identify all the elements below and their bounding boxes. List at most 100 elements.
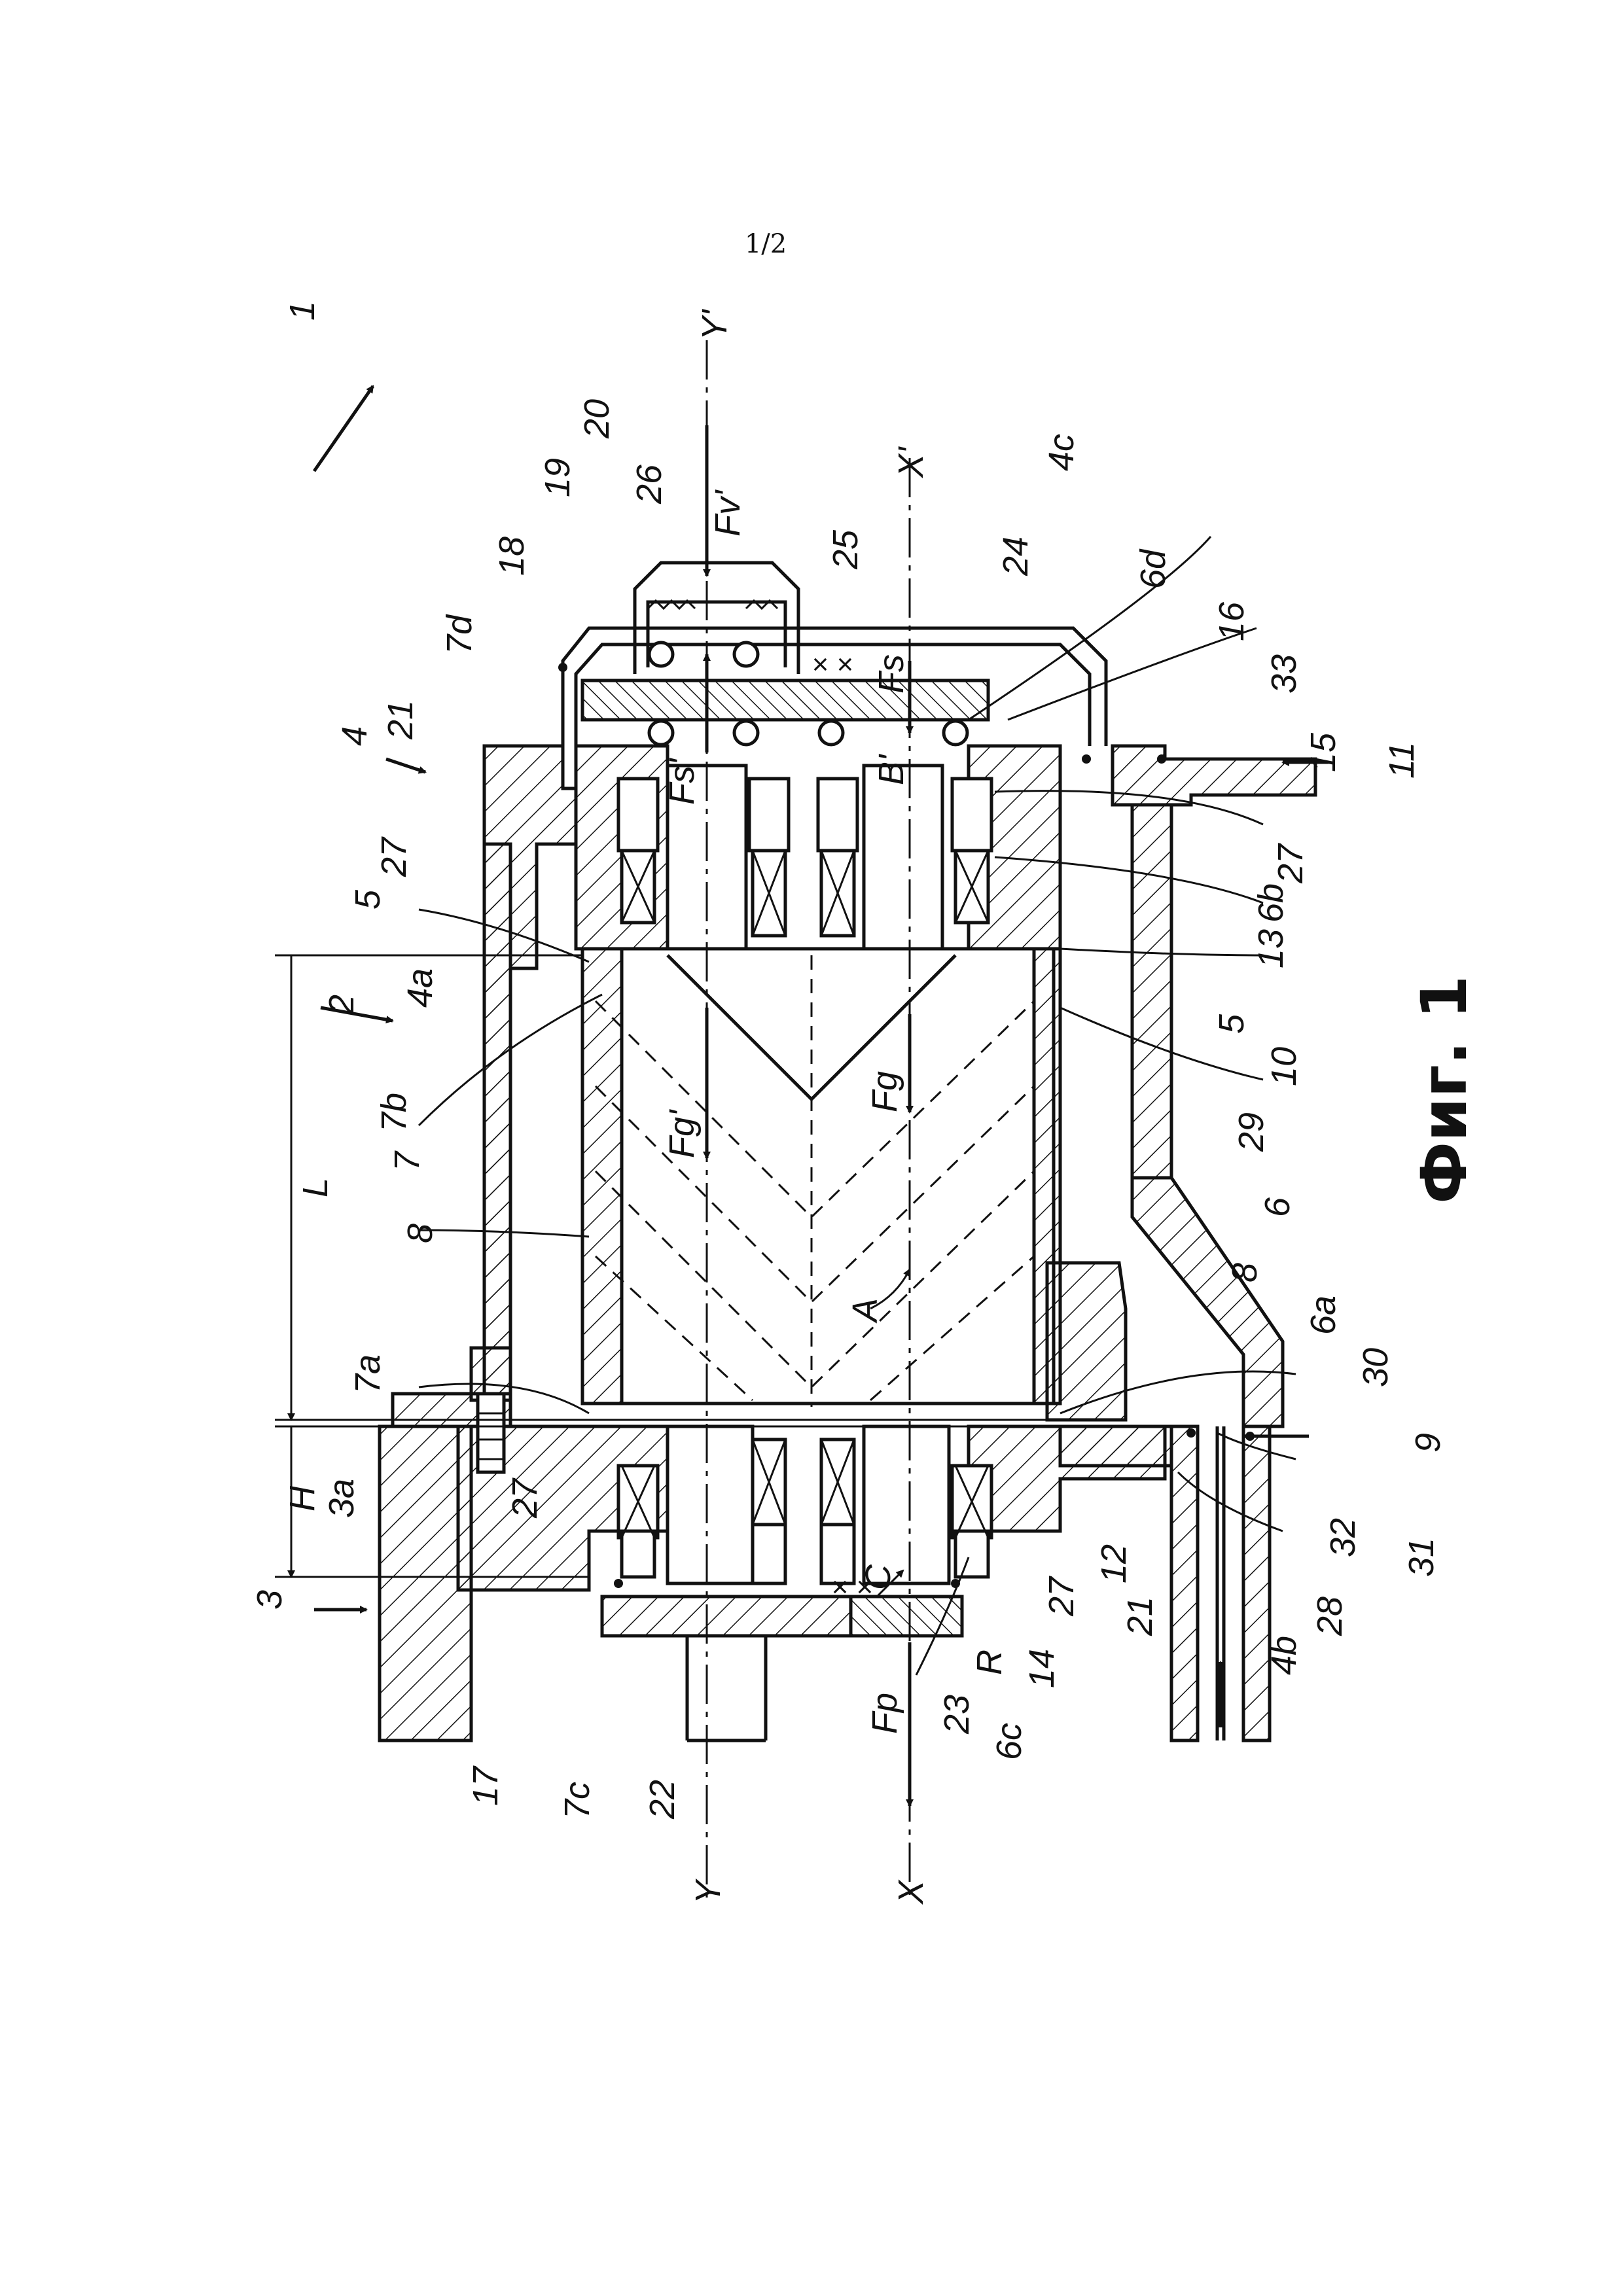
label-29: 29 bbox=[1232, 1112, 1271, 1152]
label-6c: 6c bbox=[990, 1723, 1029, 1760]
force-arrows bbox=[312, 385, 1329, 1807]
label-axis-x: X bbox=[891, 1879, 931, 1905]
label-fv-prime: Fv' bbox=[708, 489, 747, 537]
label-angle-a: A bbox=[846, 1298, 885, 1324]
upper-bearings bbox=[574, 744, 1062, 951]
gear-plate-22 bbox=[600, 1595, 853, 1638]
label-12: 12 bbox=[1094, 1544, 1133, 1583]
roller-27-lower-d bbox=[950, 1464, 993, 1540]
label-fs: Fs bbox=[872, 654, 911, 694]
label-axis-x-prime: X' bbox=[891, 446, 931, 479]
label-fg-prime: Fg' bbox=[662, 1109, 702, 1158]
label-13: 13 bbox=[1251, 929, 1291, 968]
label-25: 25 bbox=[826, 529, 865, 570]
bearing-lower-c bbox=[819, 1523, 856, 1585]
label-21b: 21 bbox=[1120, 1597, 1160, 1636]
label-27a: 27 bbox=[374, 836, 414, 877]
bearing-17 bbox=[620, 1529, 656, 1579]
housing-4 bbox=[391, 626, 1317, 1428]
label-21a: 21 bbox=[381, 700, 420, 740]
label-b-prime: B' bbox=[872, 754, 911, 785]
arc-a bbox=[870, 1268, 911, 1310]
label-33: 33 bbox=[1264, 654, 1304, 694]
label-32: 32 bbox=[1323, 1518, 1363, 1557]
label-4a: 4a bbox=[401, 968, 440, 1008]
label-16: 16 bbox=[1212, 601, 1251, 641]
svg-text:× ×: × × bbox=[812, 648, 853, 680]
label-fg: Fg bbox=[865, 1071, 904, 1112]
gear-plate-23 bbox=[849, 1595, 964, 1638]
arrow-1 bbox=[312, 385, 375, 472]
label-6b: 6b bbox=[1251, 883, 1291, 923]
label-4: 4 bbox=[335, 726, 374, 746]
label-18: 18 bbox=[492, 537, 531, 576]
reference-labels: 1 4 2 3 3a 4a 5 27 21 7d 18 19 20 26 Y' … bbox=[250, 301, 1448, 1905]
gear-plate-24 bbox=[580, 679, 990, 722]
label-11: 11 bbox=[1382, 742, 1421, 779]
arrow-2 bbox=[320, 1006, 394, 1024]
herringbone-gears bbox=[594, 954, 1035, 1407]
label-2: 2 bbox=[322, 995, 361, 1015]
arc-c bbox=[876, 1569, 904, 1598]
label-7d: 7d bbox=[440, 614, 479, 654]
label-axis-y-prime: Y' bbox=[695, 309, 734, 340]
label-7c: 7c bbox=[558, 1782, 597, 1819]
label-27c: 27 bbox=[505, 1477, 544, 1519]
label-4b: 4b bbox=[1264, 1636, 1304, 1675]
label-3: 3 bbox=[250, 1590, 289, 1610]
label-6d: 6d bbox=[1133, 548, 1173, 589]
label-24: 24 bbox=[996, 537, 1035, 576]
label-22: 22 bbox=[643, 1780, 682, 1820]
gear-chamber-outline bbox=[580, 947, 1056, 1405]
dimensions bbox=[275, 536, 1296, 1676]
label-5b: 5 bbox=[1212, 1014, 1251, 1034]
label-9: 9 bbox=[1408, 1433, 1448, 1453]
label-axis-y: Y bbox=[688, 1878, 728, 1904]
top-gear-24: × × bbox=[580, 561, 990, 747]
label-15: 15 bbox=[1304, 732, 1343, 772]
label-8a: 8 bbox=[401, 1224, 440, 1243]
contact-dots bbox=[558, 663, 1255, 1588]
pipe-28 bbox=[1058, 1424, 1272, 1742]
bearing-19 bbox=[747, 777, 791, 853]
bearing-18 bbox=[616, 777, 660, 853]
label-5a: 5 bbox=[348, 889, 387, 910]
axes bbox=[705, 340, 911, 1898]
label-8b: 8 bbox=[1225, 1263, 1264, 1282]
label-10: 10 bbox=[1264, 1047, 1304, 1086]
label-6a: 6a bbox=[1304, 1296, 1343, 1335]
label-7a: 7a bbox=[348, 1354, 387, 1394]
label-28: 28 bbox=[1310, 1597, 1349, 1636]
label-3a: 3a bbox=[322, 1479, 361, 1518]
label-dim-h: H bbox=[283, 1485, 322, 1511]
label-23: 23 bbox=[937, 1695, 976, 1735]
gear-chamber bbox=[580, 947, 1128, 1422]
label-27b: 27 bbox=[1271, 843, 1310, 884]
label-1: 1 bbox=[283, 301, 322, 321]
bottom-gear-22-23 bbox=[600, 1595, 964, 1742]
label-fp: Fp bbox=[865, 1693, 904, 1734]
label-20: 20 bbox=[577, 399, 616, 439]
label-27d: 27 bbox=[1042, 1576, 1081, 1617]
label-7: 7 bbox=[387, 1150, 427, 1171]
label-r: R bbox=[970, 1650, 1009, 1675]
label-angle-c: C bbox=[859, 1564, 898, 1590]
bearing-15 bbox=[950, 777, 993, 853]
label-4c: 4c bbox=[1042, 434, 1081, 471]
label-30: 30 bbox=[1356, 1348, 1395, 1387]
label-26: 26 bbox=[630, 464, 669, 504]
label-6: 6 bbox=[1258, 1197, 1297, 1217]
label-14: 14 bbox=[1022, 1649, 1061, 1688]
label-fs-prime: Fs' bbox=[662, 758, 702, 805]
bearing-lower-b bbox=[751, 1523, 787, 1585]
bearing-14 bbox=[954, 1529, 990, 1579]
label-31: 31 bbox=[1402, 1538, 1441, 1577]
label-dim-l: L bbox=[296, 1178, 335, 1197]
page-number: 1/2 bbox=[744, 229, 787, 259]
bearing-15a bbox=[816, 777, 859, 853]
figure-caption: Фиг. 1 bbox=[1408, 976, 1481, 1204]
bolt bbox=[476, 1392, 506, 1474]
label-19: 19 bbox=[538, 458, 577, 497]
